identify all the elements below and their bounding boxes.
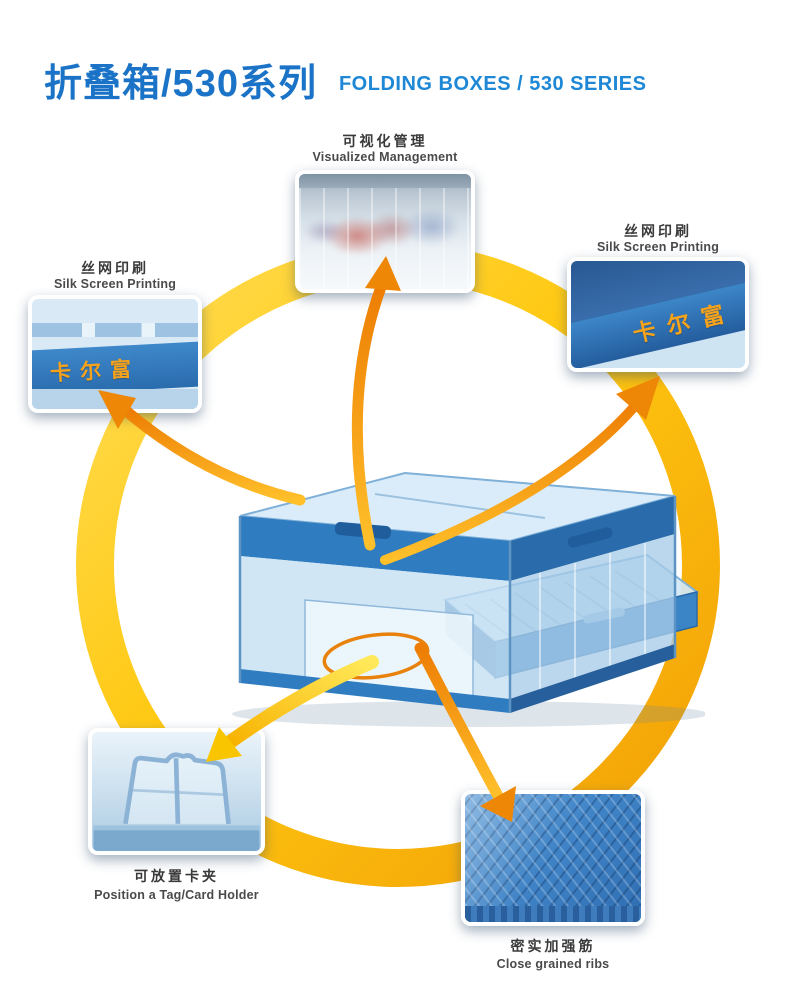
- photo-silk-screen-right: 卡尔富: [567, 257, 749, 372]
- caption-silk-right-en: Silk Screen Printing: [596, 240, 720, 254]
- caption-card-holder-cn: 可放置卡夹: [134, 868, 219, 884]
- box-rim-edge: [299, 174, 471, 188]
- product-photo-folding-boxes: [232, 471, 705, 727]
- brand-print-left: 卡尔富: [49, 357, 141, 385]
- caption-card-holder-en: Position a Tag/Card Holder: [94, 888, 259, 902]
- caption-visualized-en: Visualized Management: [312, 150, 458, 164]
- page-title-english: FOLDING BOXES / 530 SERIES: [338, 73, 647, 95]
- caption-silk-left-en: Silk Screen Printing: [53, 277, 177, 291]
- photo-silk-screen-left: 卡尔富: [28, 295, 202, 413]
- caption-ribs-en: Close grained ribs: [496, 957, 610, 971]
- caption-silk-left-cn: 丝网印刷: [81, 260, 149, 276]
- caption-silk-right-cn: 丝网印刷: [624, 223, 692, 239]
- printed-blue-band: 卡尔富: [32, 341, 198, 396]
- photo-close-grained-ribs: [461, 790, 645, 926]
- photo-card-holder: [88, 728, 265, 855]
- page-title-chinese: 折叠箱/530系列: [44, 63, 317, 105]
- page-header: 折叠箱/530系列 FOLDING BOXES / 530 SERIES: [44, 52, 647, 107]
- box-bottom-edge: [465, 906, 641, 922]
- transparent-wall-ribs: [299, 174, 471, 289]
- box-rim-slots: [32, 323, 198, 337]
- box-lower-wall: [32, 389, 198, 409]
- caption-visualized-cn: 可视化管理: [342, 133, 428, 149]
- photo-visualized-management: [295, 170, 475, 293]
- assembled-box: [238, 471, 677, 713]
- card-clip-drawing: [93, 752, 260, 851]
- caption-ribs-cn: 密实加强筋: [510, 938, 596, 954]
